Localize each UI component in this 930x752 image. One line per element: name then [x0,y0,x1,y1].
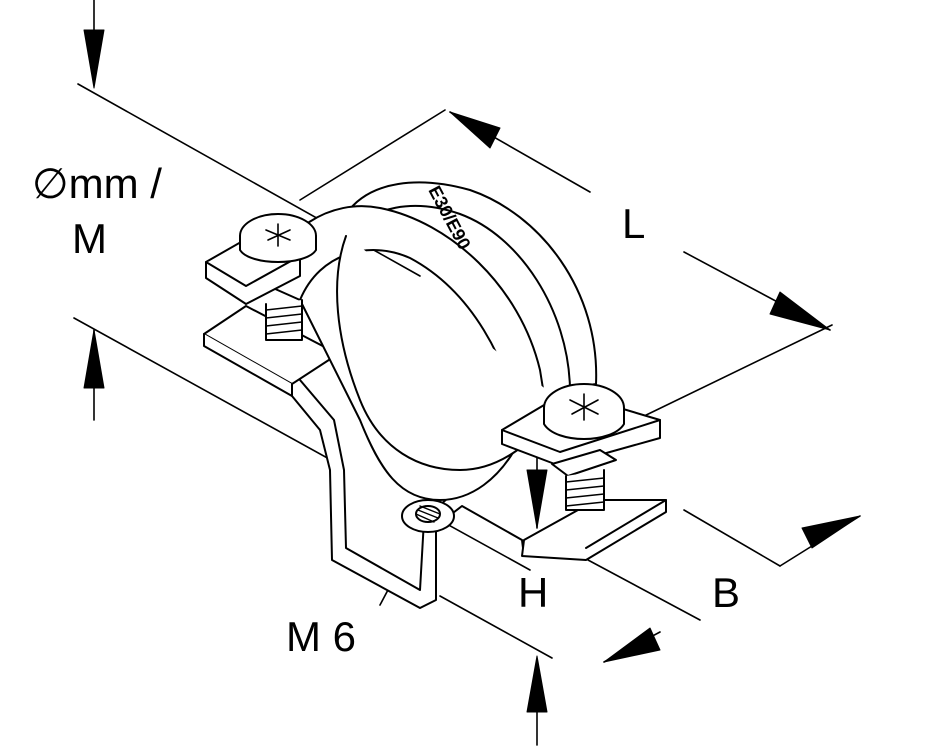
length-label: L [622,200,646,247]
length-extension-left [299,109,446,201]
base-right-flange-line [585,499,667,549]
arrow-length-left [449,111,501,149]
width-extension-right [683,509,781,567]
thread-label: M 6 [286,613,357,660]
right-screw-thread-lines [565,477,605,507]
left-screw-cross [265,223,291,247]
right-screw-head-side [543,407,625,440]
right-screw-thread [565,469,605,511]
left-screw-head-side [239,235,317,263]
diameter-label: ∅mm / [32,160,162,207]
width-label: B [712,569,741,616]
height-extension [439,595,553,659]
thread-hole-lines [415,505,441,523]
length-extension-right [639,324,833,419]
left-screw-thread-lines [265,305,303,335]
right-nut-plate [551,449,617,477]
left-screw-tab-edge [205,255,301,287]
arrow-width-left [603,627,661,663]
arrow-length-right [769,291,831,331]
diameter-extension-bottom [73,317,531,571]
liner-lower-edge [336,235,561,471]
left-screw-thread [265,299,303,341]
arrow-diameter-down [83,29,105,89]
arrow-height-up [526,655,548,713]
arrow-height-down [526,469,548,529]
width-extension-left [587,559,701,621]
diameter-label-line2: M [72,215,107,262]
base-left-flange-edge [203,333,293,397]
height-label: H [518,569,549,616]
clamp-body [203,181,667,609]
right-screw-cross [569,393,599,421]
arrow-diameter-up [83,329,105,389]
arrow-width-right [801,515,861,549]
arrow-heads [83,29,861,713]
